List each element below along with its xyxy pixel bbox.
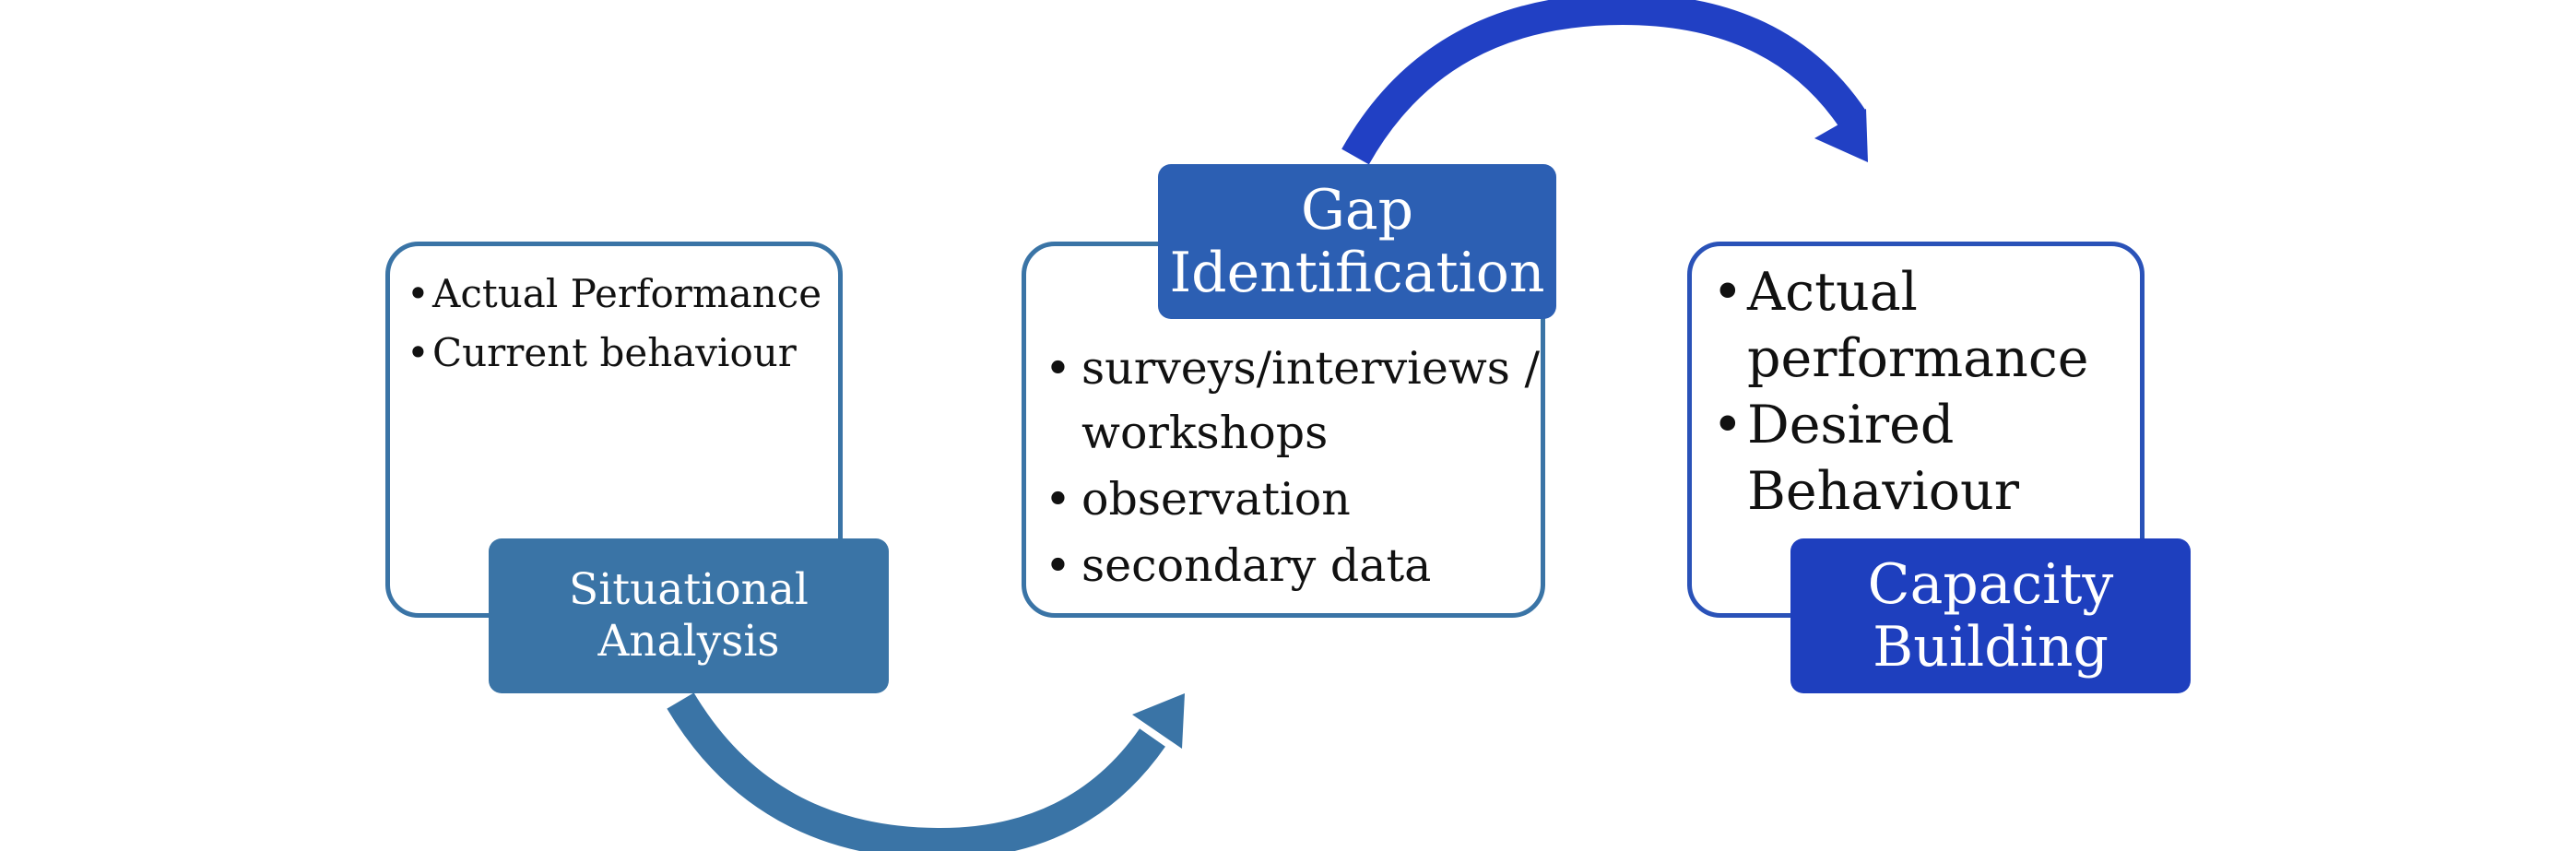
- arrow-gap-to-capacity: [1341, 0, 1867, 165]
- gap-identification-label: Gap Identification: [1158, 164, 1556, 319]
- bullet-item: Actual Performance: [407, 265, 821, 324]
- bullet-item: Desired Behaviour: [1712, 392, 2136, 525]
- bullet-item: surveys/interviews / workshops: [1045, 337, 1542, 466]
- situational-analysis-bullets: Actual Performance Current behaviour: [407, 265, 821, 383]
- gap-identification-bullets: surveys/interviews / workshops observati…: [1045, 337, 1542, 600]
- bullet-item: Current behaviour: [407, 324, 821, 383]
- label-line: Situational: [569, 564, 809, 615]
- arrow-situational-to-gap-head: [1132, 693, 1185, 749]
- bullet-item: Actual performance: [1712, 259, 2136, 392]
- capacity-building-bullets: Actual performance Desired Behaviour: [1712, 259, 2136, 525]
- label-line: Identification: [1169, 241, 1545, 305]
- situational-analysis-box: Actual Performance Current behaviour: [385, 242, 843, 618]
- situational-analysis-label: Situational Analysis: [489, 538, 889, 693]
- label-line: Capacity: [1867, 552, 2114, 617]
- label-line: Gap: [1300, 178, 1414, 242]
- bullet-item: observation: [1045, 467, 1542, 532]
- capacity-building-label: Capacity Building: [1790, 538, 2191, 693]
- bullet-item: secondary data: [1045, 534, 1542, 598]
- label-line: Analysis: [597, 616, 780, 667]
- label-line: Building: [1873, 615, 2109, 680]
- arrow-situational-to-gap: [667, 692, 1165, 851]
- arrow-gap-to-capacity-head: [1814, 109, 1868, 162]
